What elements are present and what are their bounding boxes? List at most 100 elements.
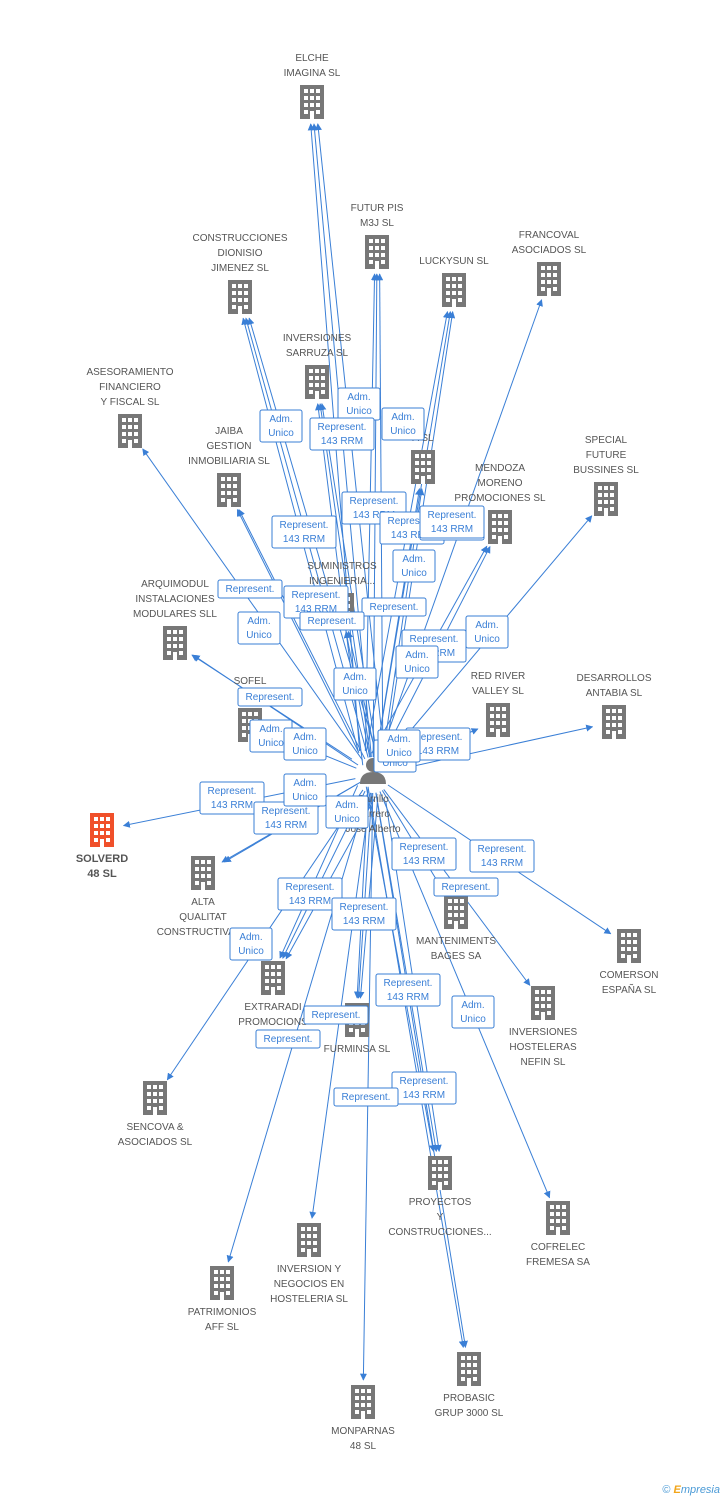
company-node-sencova[interactable]: SENCOVA &ASOCIADOS SL [118,1081,193,1148]
relation-text: 143 RRM [295,604,337,615]
relation-label: Represent. [299,611,365,631]
relation-label: Represent.143 RRM [375,973,441,1007]
building-icon [546,1201,570,1235]
company-label-line: INMOBILIARIA SL [188,456,270,467]
relation-text: Unico [292,746,318,757]
relation-text: Adm. [461,1000,484,1011]
building-icon [163,626,187,660]
person-name-line-1: Carrillo [357,794,389,805]
company-label-line: NEFIN SL [520,1057,565,1068]
relation-labels-layer: Adm.UnicoAdm.UnicoAdm.UnicoRepresent.143… [199,387,535,1107]
company-label-line: INVERSION Y [277,1264,342,1275]
relation-label: Adm.Unico [259,409,303,443]
relation-text: Adm. [391,412,414,423]
company-label-line: FURMINSA SL [324,1044,391,1055]
company-label-line: SARRUZA SL [286,348,349,359]
relation-text: Unico [386,748,412,759]
relation-label: Represent.143 RRM [391,1071,457,1105]
building-icon [537,262,561,296]
relation-text: Unico [246,630,272,641]
relation-box [217,579,283,599]
company-node-manteniments[interactable]: MANTENIMENTS BAGES SA [416,895,496,962]
company-node-furminsa[interactable]: FURMINSA SL [324,1003,391,1055]
relation-box [309,417,375,451]
relation-text: Adm. [475,620,498,631]
building-icon [118,414,142,448]
company-label-line: LUCKYSUN SL [419,256,489,267]
relation-label: Adm.Unico [395,645,439,679]
relation-text: Represent. [292,590,341,601]
building-icon [444,895,468,929]
relation-text: 143 RRM [211,800,253,811]
company-label-line: QUALITAT [179,912,226,923]
company-label-line: NEGOCIOS EN [274,1279,345,1290]
edge-to-patrimonios [226,792,369,1263]
brand-name: mpresia [680,1484,720,1496]
relation-label: Adm.Unico [337,387,381,421]
relation-box [283,727,327,761]
company-node-proyectos[interactable]: PROYECTOSYCONSTRUCCIONES... [388,1156,492,1238]
company-label-line: BAGES SA [431,951,482,962]
building-icon [351,1385,375,1419]
relation-text: 143 RRM [321,436,363,447]
relation-label: Adm.Unico [465,615,509,649]
company-node-a-sl[interactable]: A SL [411,433,435,484]
relation-box [465,615,509,649]
company-node-luckysun[interactable]: LUCKYSUN SL [419,256,489,307]
relation-box [283,773,327,807]
relation-label: Adm. Unico [283,773,327,807]
relation-text: Unico [404,664,430,675]
relation-box [451,995,495,1029]
company-label-line: FINANCIERO [99,382,161,393]
relation-text: 143 RRM [417,746,459,757]
relation-text: Represent. [350,496,399,507]
company-label-line: SUMINISTROS [307,561,377,572]
relation-text: Adm. [335,800,358,811]
relation-box [237,687,303,707]
company-label-line: MANTENIMENTS [416,936,496,947]
relation-text: Adm. [293,778,316,789]
relation-label: Represent. [237,687,303,707]
relation-box [381,407,425,441]
relation-label: Adm.Unico [381,407,425,441]
company-label-line: COFRELEC [531,1242,585,1253]
relation-text: Unico [346,406,372,417]
relation-text: Represent. [384,978,433,989]
relation-label: Adm.Unico [333,667,377,701]
relation-text: Represent. [286,882,335,893]
relation-text: Unico [342,686,368,697]
relation-box [259,409,303,443]
relation-text: Unico [268,428,294,439]
relation-box [333,667,377,701]
relation-text: Represent. [208,786,257,797]
company-label-line: HOSTELERAS [509,1042,577,1053]
relation-text: Represent. [226,584,275,595]
relation-box [331,897,397,931]
company-node-suministros[interactable]: SUMINISTROSINGENIERIA... [307,561,377,627]
relation-text: Unico [460,1014,486,1025]
relation-text: Represent. [370,602,419,613]
relation-text: Unico [292,792,318,803]
